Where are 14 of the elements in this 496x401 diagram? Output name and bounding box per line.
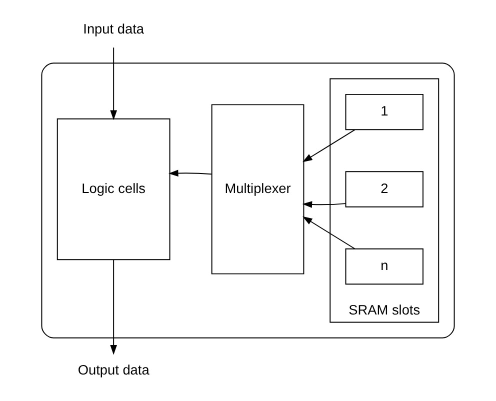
- node-box: Logic cells: [56, 118, 170, 260]
- cluster: [41, 62, 455, 338]
- node-box: Multiplexer: [211, 104, 304, 274]
- node-text: Input data: [83, 22, 144, 37]
- arrow: [168, 170, 212, 177]
- node-box: n: [345, 248, 424, 285]
- node-box: 1: [345, 94, 424, 130]
- arrow: [302, 129, 356, 162]
- arrow: [110, 259, 118, 355]
- arrow: [302, 201, 346, 208]
- node-box: 2: [345, 171, 424, 208]
- arrow: [110, 47, 118, 120]
- arrow: [302, 216, 356, 250]
- node-text: Output data: [78, 362, 150, 378]
